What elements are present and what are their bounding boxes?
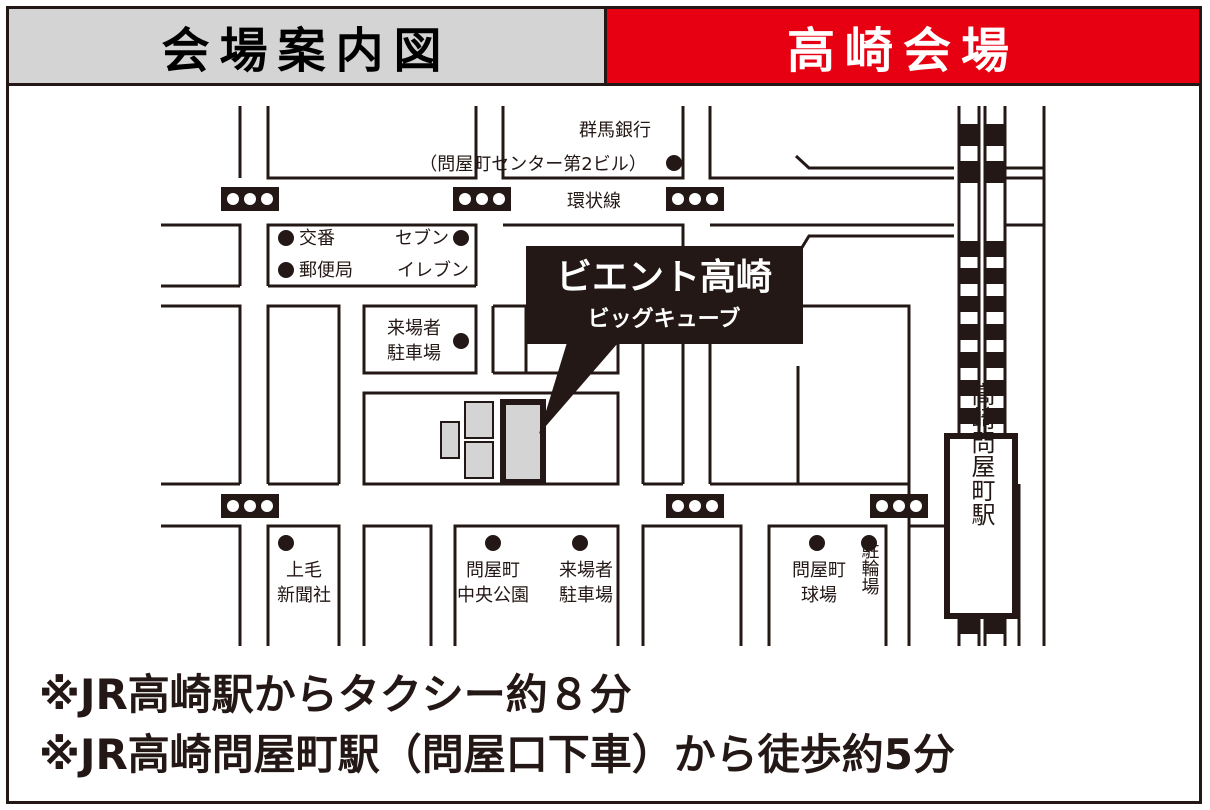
bank-label: 群馬銀行 <box>579 120 651 141</box>
venue-building <box>500 399 546 485</box>
newspaper-label-line2: 新聞社 <box>277 585 331 606</box>
ring-road-label: 環状線 <box>567 191 621 212</box>
traffic-lights <box>221 187 928 518</box>
landmark-markers <box>278 155 877 551</box>
traffic-light-icon <box>870 494 928 518</box>
stadium-label-line1: 問屋町 <box>792 560 846 581</box>
station-building <box>944 433 1018 619</box>
traffic-light-icon <box>221 494 279 518</box>
venue-subname: ビッグキューブ <box>588 306 741 332</box>
railway-line <box>944 106 1018 646</box>
header-left: 会場案内図 <box>9 9 607 86</box>
stadium-label-line2: 球場 <box>801 585 837 606</box>
park-label-line1: 問屋町 <box>466 560 520 581</box>
visitor-parking-north-line1: 来場者 <box>387 318 441 339</box>
traffic-light-icon <box>221 187 279 211</box>
park-label-line2: 中央公園 <box>457 585 529 606</box>
walking-access-note: ※JR高崎問屋町駅（問屋口下車）から徒歩約5分 <box>39 730 956 779</box>
visitor-parking-north-line2: 駐車場 <box>387 343 441 364</box>
traffic-light-icon <box>453 187 511 211</box>
police-box-label: 交番 <box>299 228 335 249</box>
newspaper-label-line1: 上毛 <box>286 560 322 581</box>
access-notes: ※JR高崎駅からタクシー約８分 ※JR高崎問屋町駅（問屋口下車）から徒歩約5分 <box>39 665 1179 785</box>
venue-name: ビエント高崎 <box>556 257 772 298</box>
post-office-label: 郵便局 <box>299 260 353 281</box>
bicycle-parking-label: 駐輪場 <box>859 541 880 596</box>
bank-building-label: （問屋町センター第2ビル） <box>419 154 646 175</box>
seven-eleven-label-line2: イレブン <box>397 259 469 281</box>
seven-eleven-label-line1: セブン <box>395 227 449 249</box>
station-label: 高崎問屋町駅 <box>967 382 995 526</box>
venue-buildings <box>440 399 546 485</box>
taxi-access-note: ※JR高崎駅からタクシー約８分 <box>39 670 632 719</box>
venue-location-title: 高崎会場 <box>786 23 1019 79</box>
visitor-parking-south-line2: 駐車場 <box>559 585 613 606</box>
header-right: 高崎会場 <box>607 9 1199 86</box>
venue-map-card: 会場案内図 高崎会場 <box>6 6 1202 804</box>
map-guide-title: 会場案内図 <box>161 23 452 79</box>
area-map: ビエント高崎 ビッグキューブ 群馬銀行 （問屋町センター第2ビル） 環状線 交番… <box>161 106 1046 646</box>
traffic-light-icon <box>666 494 724 518</box>
visitor-parking-south-line1: 来場者 <box>559 560 613 581</box>
venue-callout: ビエント高崎 ビッグキューブ <box>526 246 803 434</box>
traffic-light-icon <box>666 187 724 211</box>
